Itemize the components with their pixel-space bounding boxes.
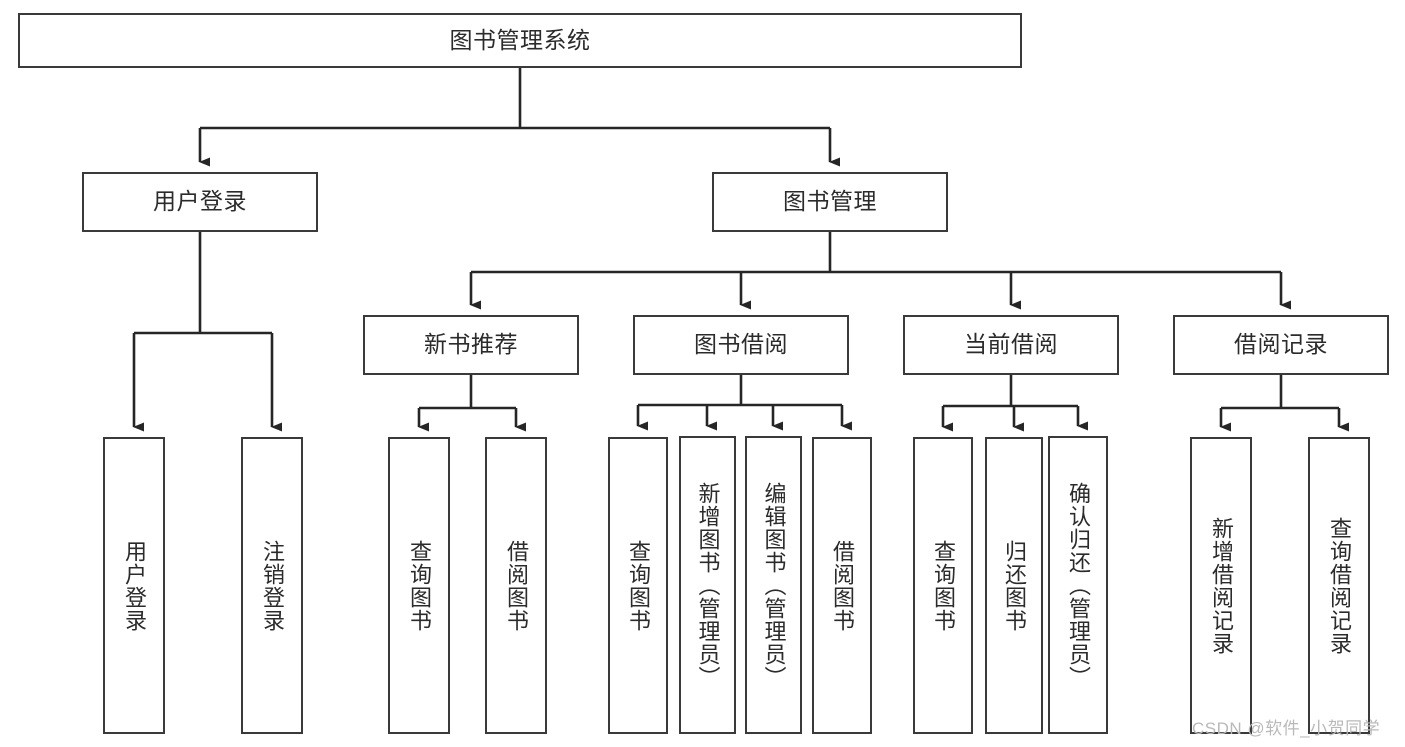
node-label-current-borrow: 当前借阅 [964, 331, 1058, 358]
node-label-leaf-query-book-2: 查询图书 [625, 539, 651, 632]
node-label-leaf-edit-book-admin: 编辑图书（管理员） [761, 481, 787, 689]
node-label-leaf-query-record: 查询借阅记录 [1326, 516, 1352, 655]
node-label-leaf-query-book-1: 查询图书 [406, 539, 432, 632]
node-label-book-manage: 图书管理 [783, 188, 877, 215]
node-label-leaf-user-login: 用户登录 [121, 539, 147, 632]
node-root[interactable]: 图书管理系统 [18, 13, 1022, 68]
node-label-leaf-add-record: 新增借阅记录 [1208, 516, 1234, 655]
node-borrow-record[interactable]: 借阅记录 [1173, 315, 1389, 375]
node-leaf-add-record[interactable]: 新增借阅记录 [1190, 437, 1252, 734]
node-label-leaf-query-book-3: 查询图书 [930, 539, 956, 632]
node-label-root: 图书管理系统 [449, 26, 591, 53]
node-leaf-user-login[interactable]: 用户登录 [103, 437, 165, 734]
node-leaf-query-record[interactable]: 查询借阅记录 [1308, 437, 1370, 734]
node-book-manage[interactable]: 图书管理 [712, 172, 948, 232]
node-leaf-logout[interactable]: 注销登录 [241, 437, 303, 734]
node-new-book-recommend[interactable]: 新书推荐 [363, 315, 579, 375]
node-current-borrow[interactable]: 当前借阅 [903, 315, 1119, 375]
node-label-leaf-borrow-book-1: 借阅图书 [503, 539, 529, 632]
node-leaf-query-book-2[interactable]: 查询图书 [608, 437, 668, 734]
node-label-leaf-add-book-admin: 新增图书（管理员） [695, 481, 721, 689]
node-label-leaf-logout: 注销登录 [259, 539, 285, 632]
node-label-user-login: 用户登录 [153, 188, 247, 215]
node-leaf-query-book-3[interactable]: 查询图书 [913, 437, 973, 734]
node-leaf-return-book[interactable]: 归还图书 [985, 437, 1043, 734]
node-label-new-book-recommend: 新书推荐 [424, 331, 518, 358]
node-book-borrow[interactable]: 图书借阅 [633, 315, 849, 375]
node-leaf-borrow-book-2[interactable]: 借阅图书 [812, 437, 872, 734]
node-leaf-query-book-1[interactable]: 查询图书 [388, 437, 450, 734]
node-leaf-borrow-book-1[interactable]: 借阅图书 [485, 437, 547, 734]
node-label-leaf-return-book: 归还图书 [1001, 539, 1027, 632]
node-label-borrow-record: 借阅记录 [1234, 331, 1328, 358]
node-label-book-borrow: 图书借阅 [694, 331, 788, 358]
node-leaf-add-book-admin[interactable]: 新增图书（管理员） [679, 436, 736, 734]
node-label-leaf-confirm-return: 确认归还（管理员） [1065, 481, 1091, 689]
node-leaf-confirm-return[interactable]: 确认归还（管理员） [1048, 436, 1108, 734]
node-leaf-edit-book-admin[interactable]: 编辑图书（管理员） [745, 436, 802, 734]
node-label-leaf-borrow-book-2: 借阅图书 [829, 539, 855, 632]
node-user-login[interactable]: 用户登录 [82, 172, 318, 232]
